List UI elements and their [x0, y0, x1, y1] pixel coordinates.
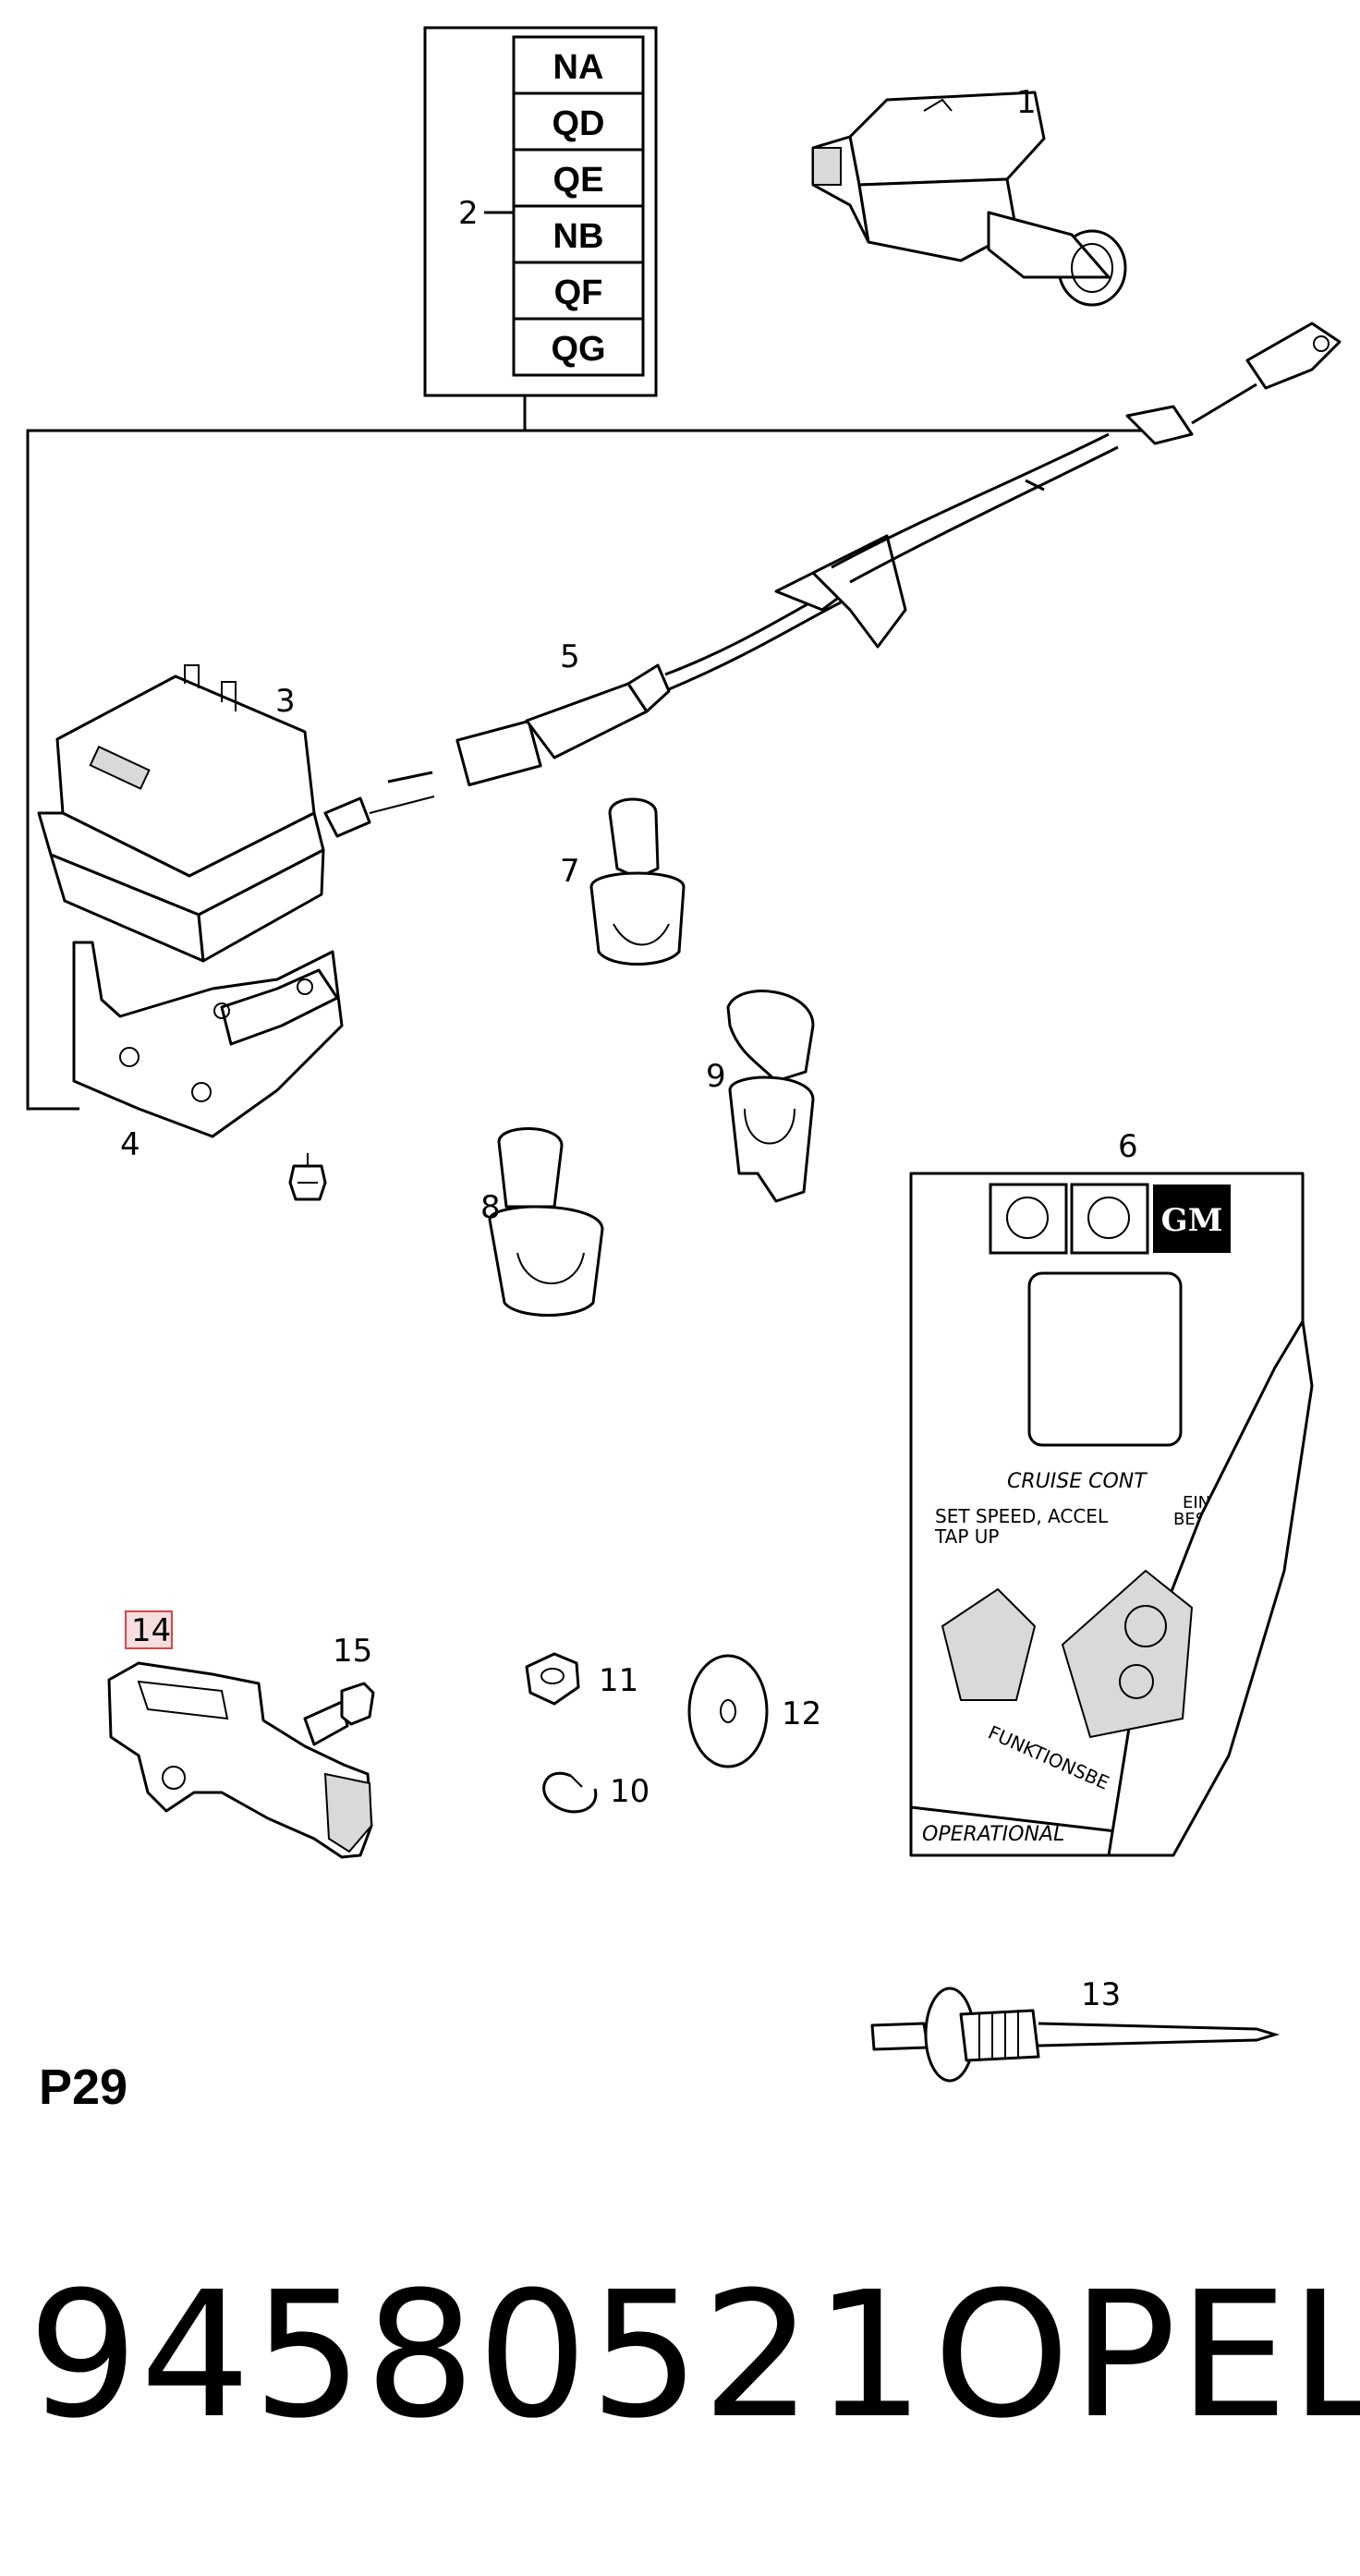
callout-2: 2: [458, 195, 479, 232]
part-10-circlip: [542, 1771, 598, 1814]
callout-1: 1: [1016, 84, 1037, 121]
brand-name: OPEL: [933, 2254, 1360, 2457]
part-14-lever: [107, 1661, 373, 1859]
callout-9: 9: [706, 1058, 726, 1095]
gm-logo: GM: [1161, 1202, 1223, 1239]
callout-12: 12: [782, 1695, 821, 1732]
variant-code-5: QG: [551, 330, 605, 369]
part-6-instruction-label: GM CRUISE CONT SET SPEED, ACCEL TAP UP E…: [909, 1172, 1314, 1857]
callout-14: 14: [131, 1612, 171, 1649]
label-tap-up: TAP UP: [934, 1525, 999, 1548]
part-8-clip: [488, 1127, 604, 1317]
variant-code-0: NA: [553, 48, 604, 87]
part-number: 94580521: [28, 2254, 927, 2457]
part-11-nut: [525, 1652, 580, 1706]
callout-6: 6: [1118, 1128, 1138, 1165]
callout-8: 8: [480, 1189, 501, 1226]
page-label: P29: [39, 2060, 128, 2115]
callout-3: 3: [275, 683, 296, 720]
callout-5: 5: [560, 638, 580, 675]
part-15-bolt: [303, 1682, 375, 1746]
exploded-parts-diagram: NA QD QE NB QF QG: [26, 26, 1342, 2083]
label-operational: OPERATIONAL: [922, 1823, 1064, 1846]
variant-code-2: QE: [553, 161, 604, 200]
variant-code-3: NB: [553, 217, 604, 256]
part-1-switch: [811, 91, 1127, 307]
part-12-washer: [687, 1654, 769, 1768]
part-7-clip: [589, 797, 686, 966]
callout-13: 13: [1081, 1976, 1121, 2013]
callout-4: 4: [120, 1126, 140, 1163]
callout-7: 7: [560, 853, 580, 890]
label-cruise: CRUISE CONT: [1007, 1470, 1148, 1493]
part-4-bracket: [72, 941, 344, 1138]
callout-14-highlight: [125, 1610, 173, 1649]
part-13-rivet: [870, 1987, 1281, 2083]
footer: 94580521 OPEL: [0, 2254, 1360, 2476]
variant-code-1: QD: [552, 104, 605, 143]
label-set-speed: SET SPEED, ACCEL: [935, 1505, 1109, 1527]
screw-small: [288, 1153, 327, 1201]
variant-code-table: NA QD QE NB QF QG: [26, 26, 1172, 1111]
part-5-actuator-cable: [387, 322, 1342, 787]
callout-10: 10: [610, 1773, 650, 1810]
variant-code-4: QF: [554, 273, 603, 312]
part-9-clip: [726, 990, 815, 1203]
callout-15: 15: [333, 1633, 372, 1670]
callouts: 1 2 3 4 5 6 7 8 9 10 11 12 13 14 15: [120, 84, 1138, 2013]
part-3-control-module: [37, 664, 435, 963]
callout-11: 11: [599, 1662, 638, 1699]
